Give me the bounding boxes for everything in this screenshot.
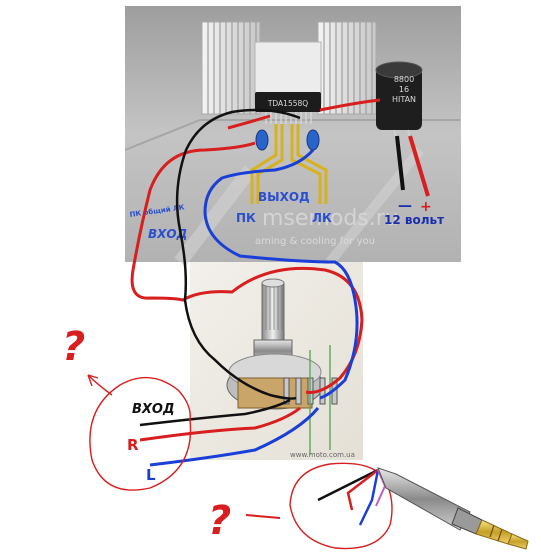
blue-wire-input [203, 148, 359, 400]
capacitor-label-1: 8800 [394, 75, 414, 84]
output-label-lk: ЛК [312, 211, 332, 225]
jack-sleeve [475, 519, 513, 545]
power-red-jumper [319, 98, 381, 112]
red-wire-chip [227, 114, 271, 130]
black-wire-input [139, 398, 291, 427]
question-mark-top: ? [62, 324, 85, 370]
electrolytic-capacitor: 8800 16 HITAN [375, 61, 423, 139]
l-label: L [146, 466, 156, 484]
jack-wire-ground [317, 468, 379, 502]
capacitor-label-2: 16 [399, 85, 409, 94]
amplifier-photo: TDA1558Q 8800 16 HITAN [124, 6, 461, 267]
power-label: 12 вольт [384, 213, 444, 227]
jack-ring-1 [489, 524, 495, 538]
output-label: ВЫХОД [258, 190, 310, 204]
power-minus-label: — [398, 198, 412, 214]
power-minus-wire [395, 135, 405, 191]
watermark-sub: aming & cooling for you [255, 236, 375, 247]
watermark-main: msemods.ru [262, 206, 399, 231]
power-plus-label: + [420, 199, 432, 215]
question-arrow [87, 374, 113, 396]
red-wire-R [139, 406, 301, 442]
jack-circle [289, 462, 393, 550]
jack-wire-red [346, 469, 379, 511]
output-wires [250, 124, 328, 204]
input-circle [89, 376, 192, 491]
black-wire-ground [175, 108, 301, 400]
pot-shaft [261, 282, 285, 344]
audio-jack-plug [317, 467, 529, 550]
question-mark-bottom: ? [208, 498, 231, 544]
floor-reflection [326, 146, 424, 266]
blue-wire-L [149, 407, 320, 467]
input-capacitor-left [255, 129, 269, 151]
dash-mark [245, 514, 281, 519]
handwritten-annotations: ? ? ВХОД R L [62, 324, 393, 550]
heatsink-left [201, 21, 261, 115]
jack-wire-blue [358, 469, 380, 526]
output-label-pk: ПК [236, 211, 256, 225]
capacitor-label-3: HITAN [392, 95, 416, 104]
input-label: ВХОД [148, 227, 187, 241]
pot-shaft-knurl [265, 285, 283, 330]
potentiometer-photo: www.moto.com.ua [190, 262, 363, 460]
floor-reflection [174, 165, 256, 267]
input-hand-label: ВХОД [132, 402, 175, 417]
heatsink-right [317, 21, 377, 115]
arrow-head [87, 374, 99, 387]
pot-shaft-top [261, 278, 285, 288]
red-wire-input [130, 141, 364, 394]
chip-label: TDA1558Q [267, 99, 308, 108]
input-capacitor-right [306, 129, 320, 151]
jack-ring-2 [497, 528, 503, 542]
jack-tip [507, 533, 529, 550]
power-plus-wire [408, 135, 430, 197]
floor-line [124, 119, 460, 151]
pot-photo-caption: www.moto.com.ua [290, 451, 355, 459]
r-label: R [127, 436, 139, 454]
